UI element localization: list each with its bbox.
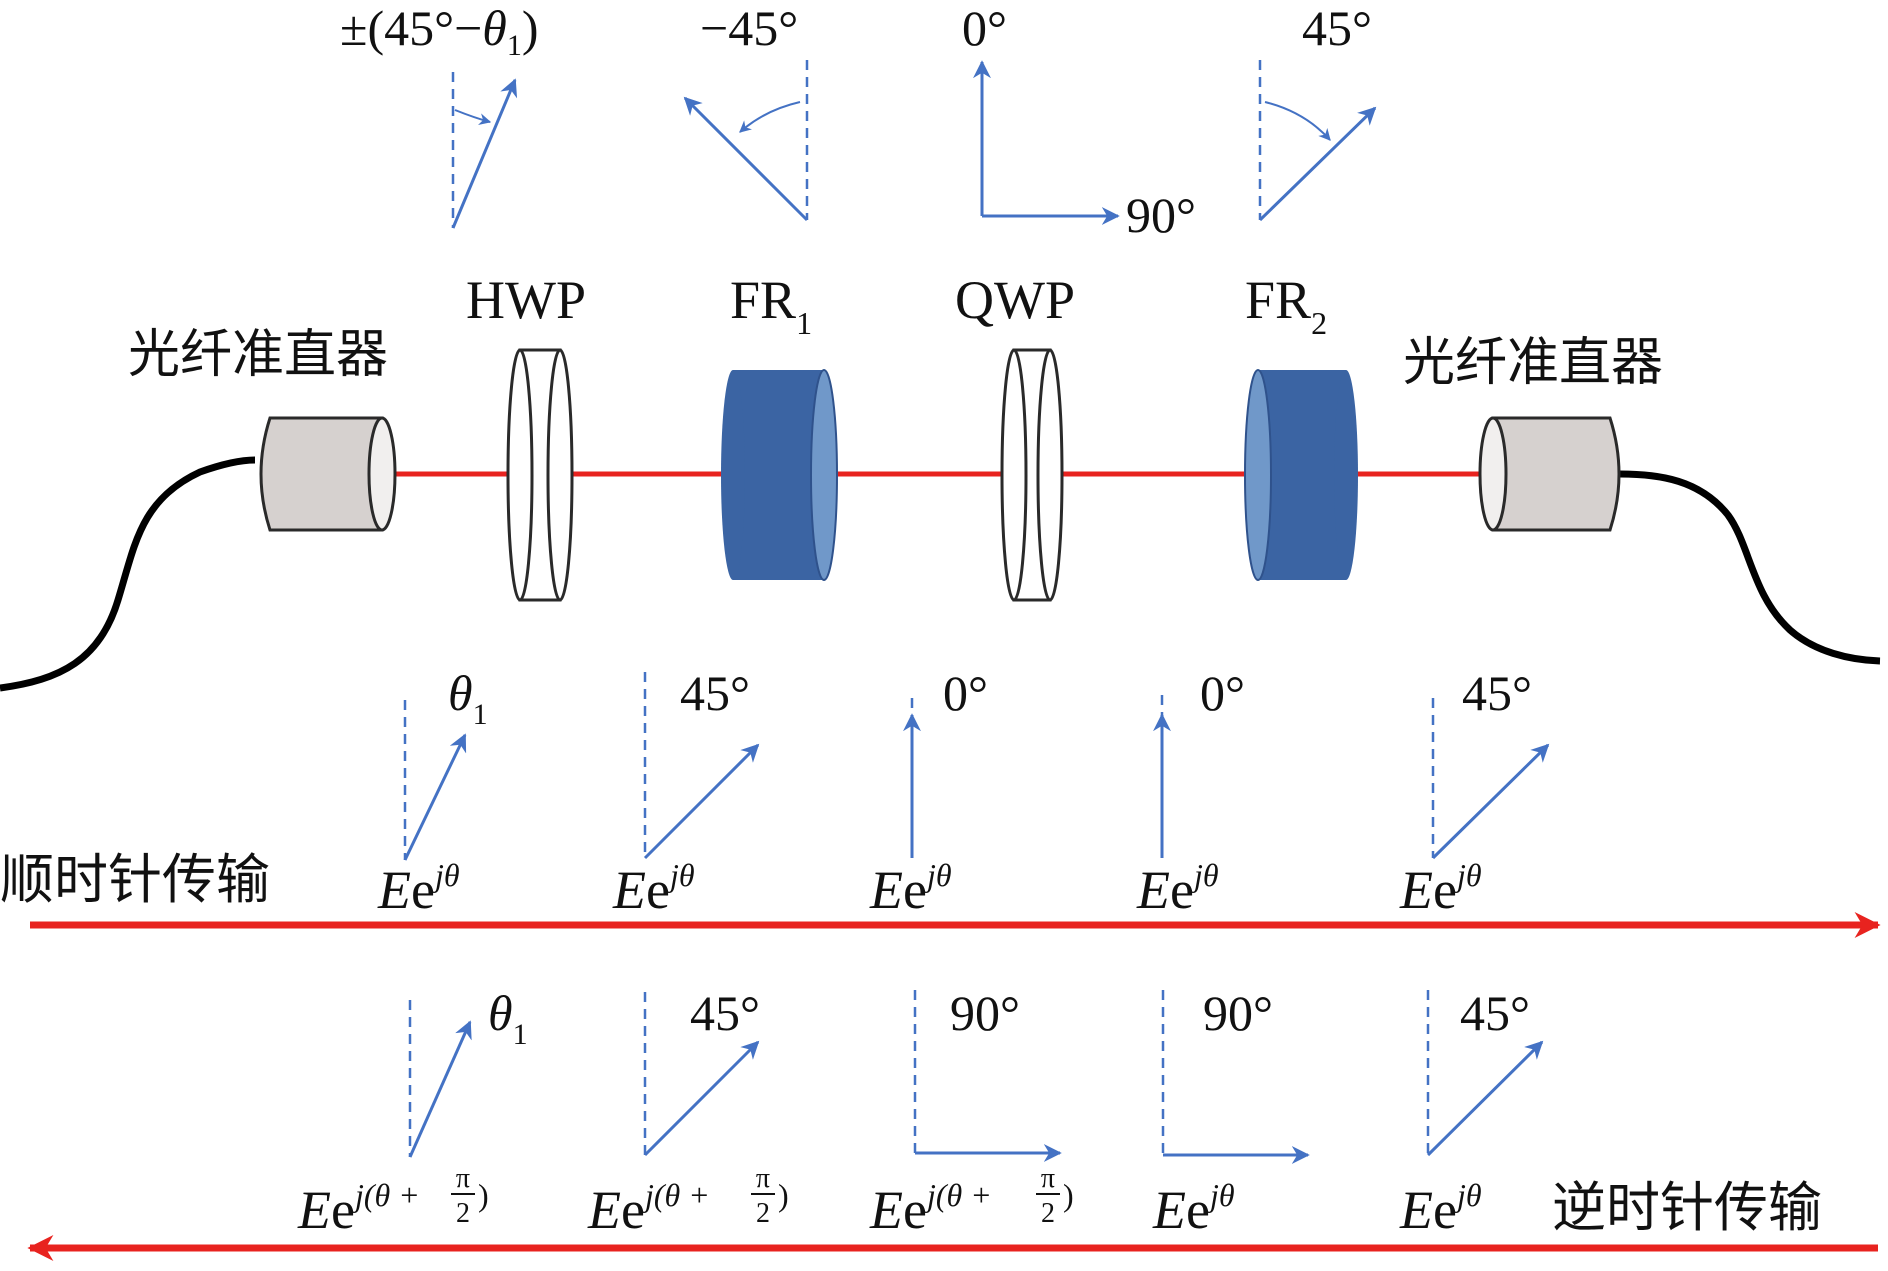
qwp-plate xyxy=(1000,348,1064,602)
ccw-qwp-polarization: 90° xyxy=(913,985,1062,1162)
ccw-output-angle: 45° xyxy=(1460,985,1530,1041)
ccw-qwp-angle: 90° xyxy=(950,985,1020,1041)
polarization-vector-arrow xyxy=(408,1020,472,1158)
fiber-right xyxy=(1619,470,1881,665)
fr2-rotator xyxy=(1244,369,1358,581)
qwp-top-vertical-label: 0° xyxy=(962,0,1007,56)
ccw-field-1: Eej(θ + π 2 ) xyxy=(297,1163,489,1240)
svg-text:π: π xyxy=(1041,1163,1055,1194)
cw-output-angle: 45° xyxy=(1462,665,1532,721)
fr2-top-angle-label: 45° xyxy=(1302,0,1372,56)
optical-bench xyxy=(0,348,1881,692)
svg-text:): ) xyxy=(478,1177,489,1213)
clockwise-label: 顺时针传输 xyxy=(0,848,270,911)
hwp-top-polarization: ±(45°−θ1) xyxy=(340,0,539,229)
collimator-right xyxy=(1478,416,1621,532)
cw-output-polarization: 45° xyxy=(1431,665,1550,860)
ccw-field-5: Eejθ xyxy=(1399,1177,1482,1240)
polarization-vector-arrow xyxy=(643,743,760,860)
svg-text:Eej(θ +: Eej(θ + xyxy=(587,1177,710,1240)
polarization-vector-arrow xyxy=(451,78,518,229)
ccw-field-4: Eejθ xyxy=(1152,1177,1235,1240)
counterclockwise-row: θ1 45° 90° 90° 45° Eej(θ + π xyxy=(27,985,1878,1261)
collimator-left-label: 光纤准直器 xyxy=(128,325,388,385)
fr1-top-angle-label: −45° xyxy=(700,0,798,56)
svg-text:π: π xyxy=(456,1163,470,1194)
polarization-vector-arrow xyxy=(1426,1040,1544,1157)
svg-text:Eej(θ +: Eej(θ + xyxy=(297,1177,420,1240)
qwp-top-polarization: 0° 90° xyxy=(962,0,1196,243)
svg-text:): ) xyxy=(1063,1177,1074,1213)
fr2-label: FR2 xyxy=(1245,270,1327,341)
svg-text:π: π xyxy=(756,1163,770,1194)
cw-field-5: Eejθ xyxy=(1399,857,1482,920)
collimator-right-label: 光纤准直器 xyxy=(1403,333,1663,393)
svg-text:2: 2 xyxy=(1041,1198,1055,1229)
ccw-output-polarization: 45° xyxy=(1426,985,1544,1157)
svg-text:Eej(θ +: Eej(θ + xyxy=(869,1177,992,1240)
counterclockwise-label: 逆时针传输 xyxy=(1552,1176,1822,1239)
qwp-top-horizontal-label: 90° xyxy=(1126,187,1196,243)
rotation-angle-arc xyxy=(739,101,801,133)
fiber-left xyxy=(0,456,256,692)
cw-fr1-polarization: 45° xyxy=(643,665,760,860)
polarization-vector-arrow xyxy=(1431,743,1550,860)
fr1-rotator xyxy=(721,369,838,581)
fr1-label: FR1 xyxy=(730,270,812,341)
clockwise-row: θ1 45° 0° 0° 45° Eejθ Eejθ Eejθ E xyxy=(0,665,1881,938)
cw-qwp-polarization: 0° xyxy=(903,665,988,858)
polarization-vector-arrow xyxy=(643,1040,760,1157)
rotation-angle-arc xyxy=(454,109,492,126)
collimator-left xyxy=(259,416,397,532)
ccw-hwp-angle: θ1 xyxy=(488,985,528,1051)
cw-qwp-angle: 0° xyxy=(943,665,988,721)
hwp-label: HWP xyxy=(466,270,586,330)
cw-fr1-angle: 45° xyxy=(680,665,750,721)
cw-fr2-polarization: 0° xyxy=(1153,665,1245,858)
cw-fr2-angle: 0° xyxy=(1200,665,1245,721)
ccw-fr1-angle: 45° xyxy=(690,985,760,1041)
top-polarization-row: ±(45°−θ1) −45° 0° 90° 45° xyxy=(340,0,1377,243)
polarization-vector-arrow xyxy=(403,733,467,861)
ccw-hwp-polarization: θ1 xyxy=(408,985,528,1158)
hwp-plate xyxy=(506,348,574,602)
qwp-label: QWP xyxy=(955,270,1075,330)
ccw-fr1-polarization: 45° xyxy=(643,985,760,1157)
ccw-fr2-polarization: 90° xyxy=(1161,985,1310,1164)
cw-field-4: Eejθ xyxy=(1136,857,1219,920)
svg-text:2: 2 xyxy=(756,1198,770,1229)
cw-field-1: Eejθ xyxy=(377,857,460,920)
ccw-field-2: Eej(θ + π 2 ) xyxy=(587,1163,789,1240)
hwp-top-angle-label: ±(45°−θ1) xyxy=(340,0,539,62)
fr2-top-polarization: 45° xyxy=(1258,0,1377,222)
svg-text:2: 2 xyxy=(456,1198,470,1229)
cw-hwp-polarization: θ1 xyxy=(403,665,488,861)
cw-hwp-angle: θ1 xyxy=(448,665,488,731)
rotation-angle-arc xyxy=(1264,101,1331,141)
component-labels: 光纤准直器 光纤准直器 HWP FR1 QWP FR2 xyxy=(128,270,1663,393)
ccw-field-3: Eej(θ + π 2 ) xyxy=(869,1163,1074,1240)
svg-text:): ) xyxy=(778,1177,789,1213)
cw-field-3: Eejθ xyxy=(869,857,952,920)
polarization-vector-arrow xyxy=(683,96,809,222)
polarization-vector-arrow xyxy=(1258,106,1377,222)
cw-field-2: Eejθ xyxy=(612,857,695,920)
ccw-fr2-angle: 90° xyxy=(1203,985,1273,1041)
fr1-top-polarization: −45° xyxy=(683,0,809,222)
